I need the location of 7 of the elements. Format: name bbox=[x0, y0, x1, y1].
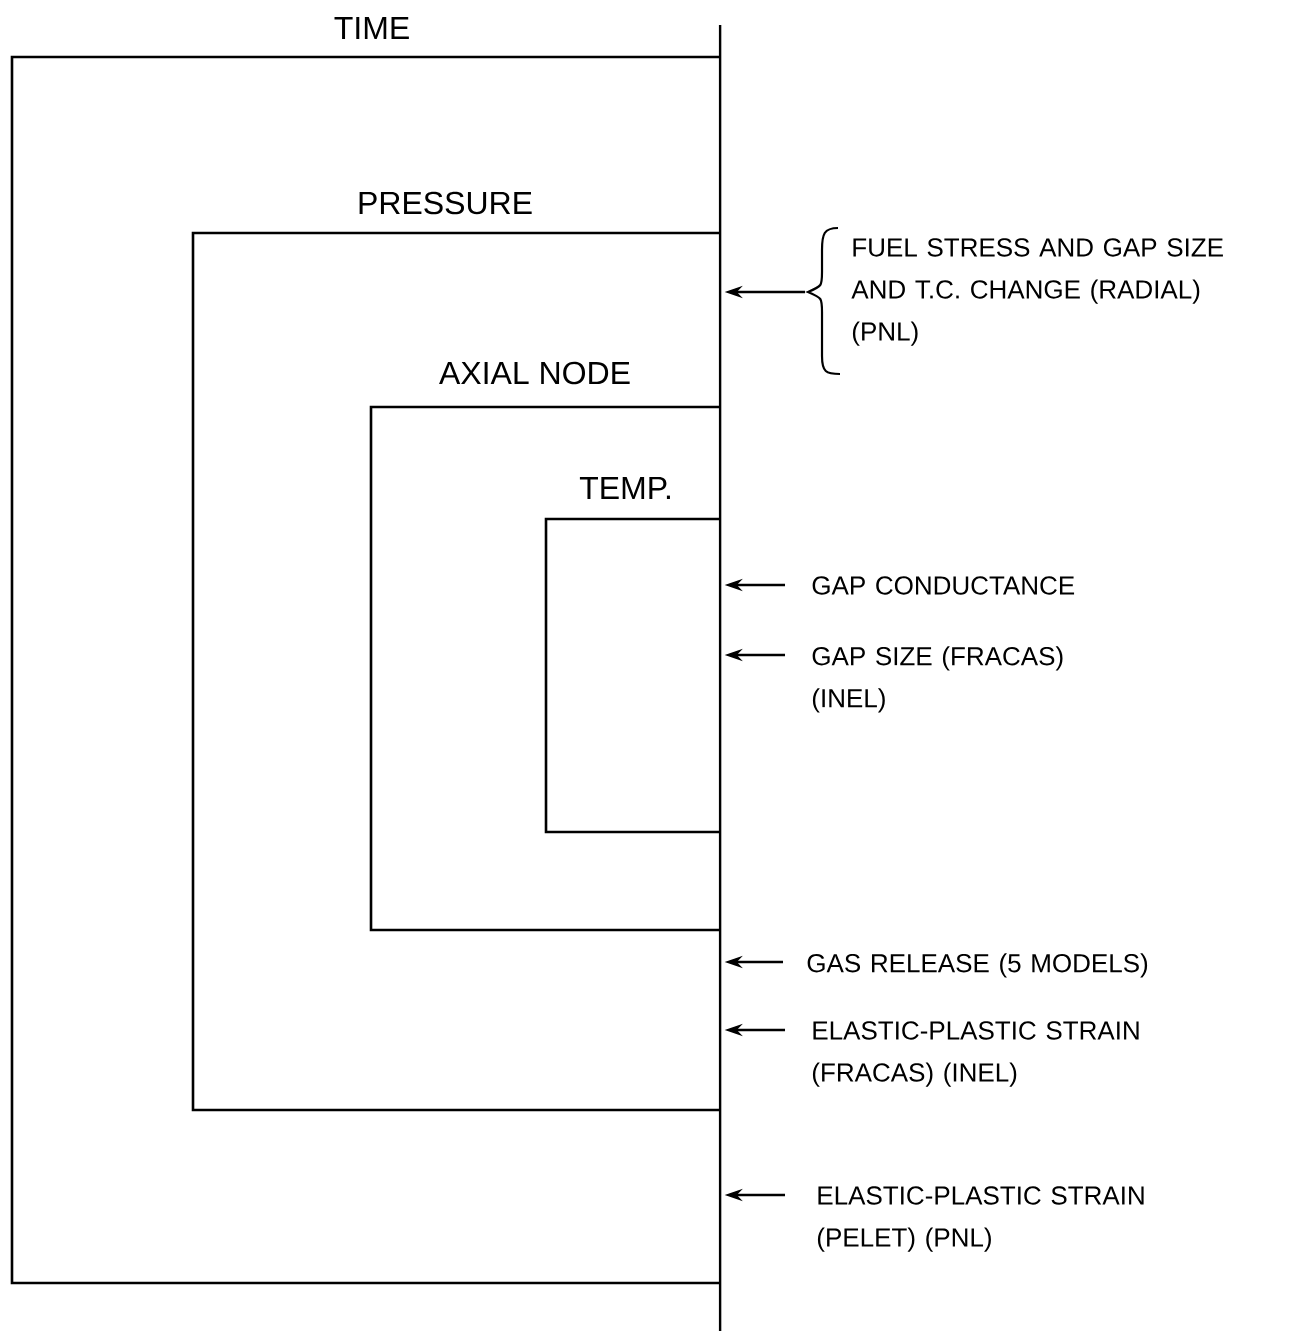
annotation-text: GAP SIZE (FRACAS) (INEL) bbox=[812, 646, 1063, 713]
annotation-text: GAP CONDUCTANCE bbox=[812, 576, 1075, 595]
open-box: TEMP. bbox=[544, 477, 720, 834]
annotation-text: FUEL STRESS AND GAP SIZE AND T.C. CHANGE (RADIAL) (PNL) bbox=[851, 238, 1223, 346]
annotation-text: ELASTIC-PLASTIC STRAIN (FRACAS) (INEL) bbox=[812, 1021, 1139, 1087]
annotation-text: ELASTIC-PLASTIC STRAIN (PELET) (PNL) bbox=[817, 1186, 1144, 1252]
annotation-text: GAS RELEASE (5 MODELS) bbox=[807, 953, 1148, 978]
